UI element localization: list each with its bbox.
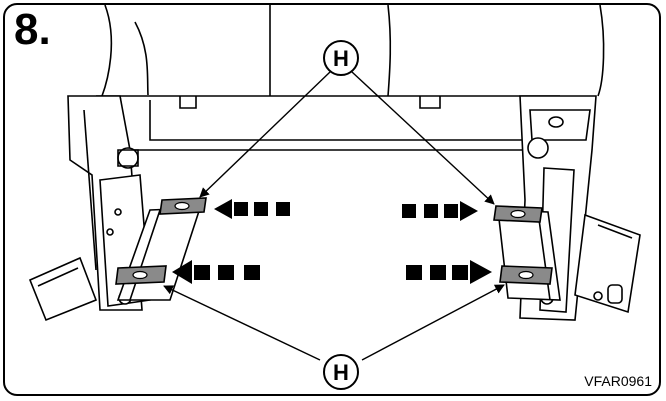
clip-bottom-left <box>115 265 167 285</box>
step-number: 8. <box>14 5 51 54</box>
arrow-right-icon <box>406 260 492 284</box>
callout-label-top: H <box>333 46 349 71</box>
callout-circle-icon: H <box>323 354 359 390</box>
clip-bottom-right <box>499 265 553 285</box>
arrow-right-icon <box>402 201 478 221</box>
leader-lines <box>163 71 505 361</box>
arrow-left-icon <box>214 199 290 219</box>
arrow-left-icon <box>172 260 260 284</box>
callout-circle-icon: H <box>323 40 359 76</box>
clip-top-left <box>159 197 207 215</box>
callout-label-bottom: H <box>333 360 349 385</box>
figure-code: VFAR0961 <box>584 373 652 389</box>
clip-top-right <box>493 205 543 223</box>
